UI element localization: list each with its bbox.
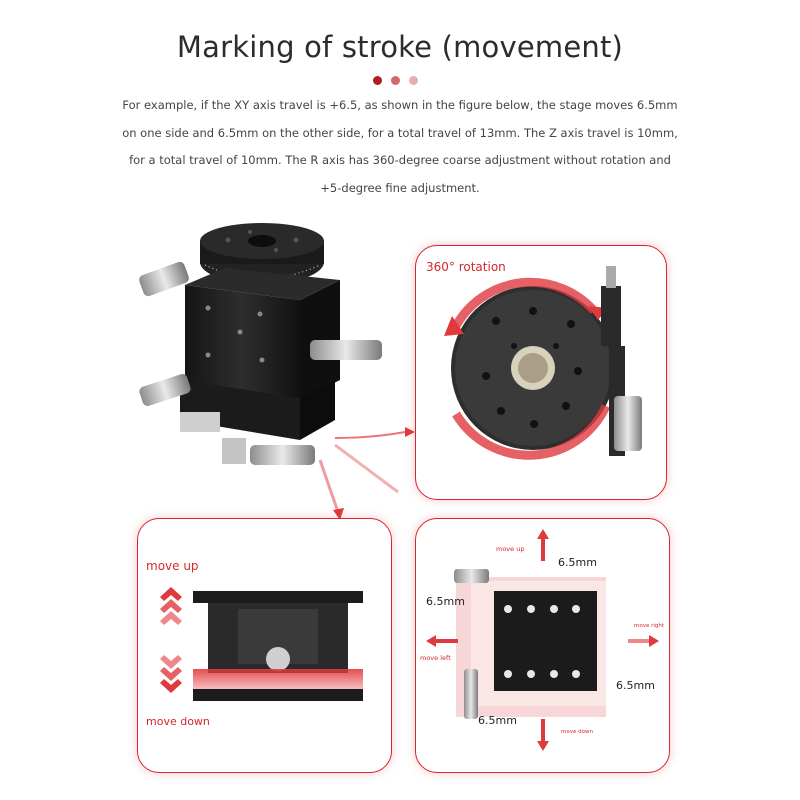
rotation-illustration	[444, 266, 642, 460]
z-up-chevron-3	[160, 611, 182, 625]
xy-move-up-label: move up	[496, 545, 525, 553]
xy-move-left-label: move left	[420, 654, 451, 662]
xy-dim-right: 6.5mm	[616, 679, 655, 692]
accent-dot-3	[409, 76, 418, 85]
z-up-chevron-2	[160, 599, 182, 613]
z-up-chevron-1	[160, 587, 182, 601]
rotation-panel: 360° rotation	[415, 245, 667, 500]
z-move-up-label: move up	[146, 559, 199, 573]
accent-dot-1	[373, 76, 382, 85]
xy-dim-left: 6.5mm	[426, 595, 465, 608]
z-down-chevron-3	[160, 679, 182, 693]
xy-move-down-label: move down	[561, 729, 593, 735]
accent-dots	[373, 76, 418, 85]
accent-dot-2	[391, 76, 400, 85]
description-paragraph: For example, if the XY axis travel is +6…	[122, 98, 678, 195]
z-down-chevron-2	[160, 667, 182, 681]
rotation-label: 360° rotation	[426, 260, 506, 274]
z-axis-panel: move up move down	[137, 518, 392, 773]
xy-move-right-label: move right	[634, 623, 665, 629]
xy-illustration	[426, 529, 659, 751]
z-illustration	[160, 587, 363, 701]
z-down-chevron-1	[160, 655, 182, 669]
z-move-down-label: move down	[146, 715, 210, 728]
page-title: Marking of stroke (movement)	[176, 30, 624, 64]
xy-axis-panel: move up move down move left move right 6…	[415, 518, 670, 773]
xy-dim-bottom: 6.5mm	[478, 714, 517, 727]
xy-dim-top: 6.5mm	[558, 556, 597, 569]
